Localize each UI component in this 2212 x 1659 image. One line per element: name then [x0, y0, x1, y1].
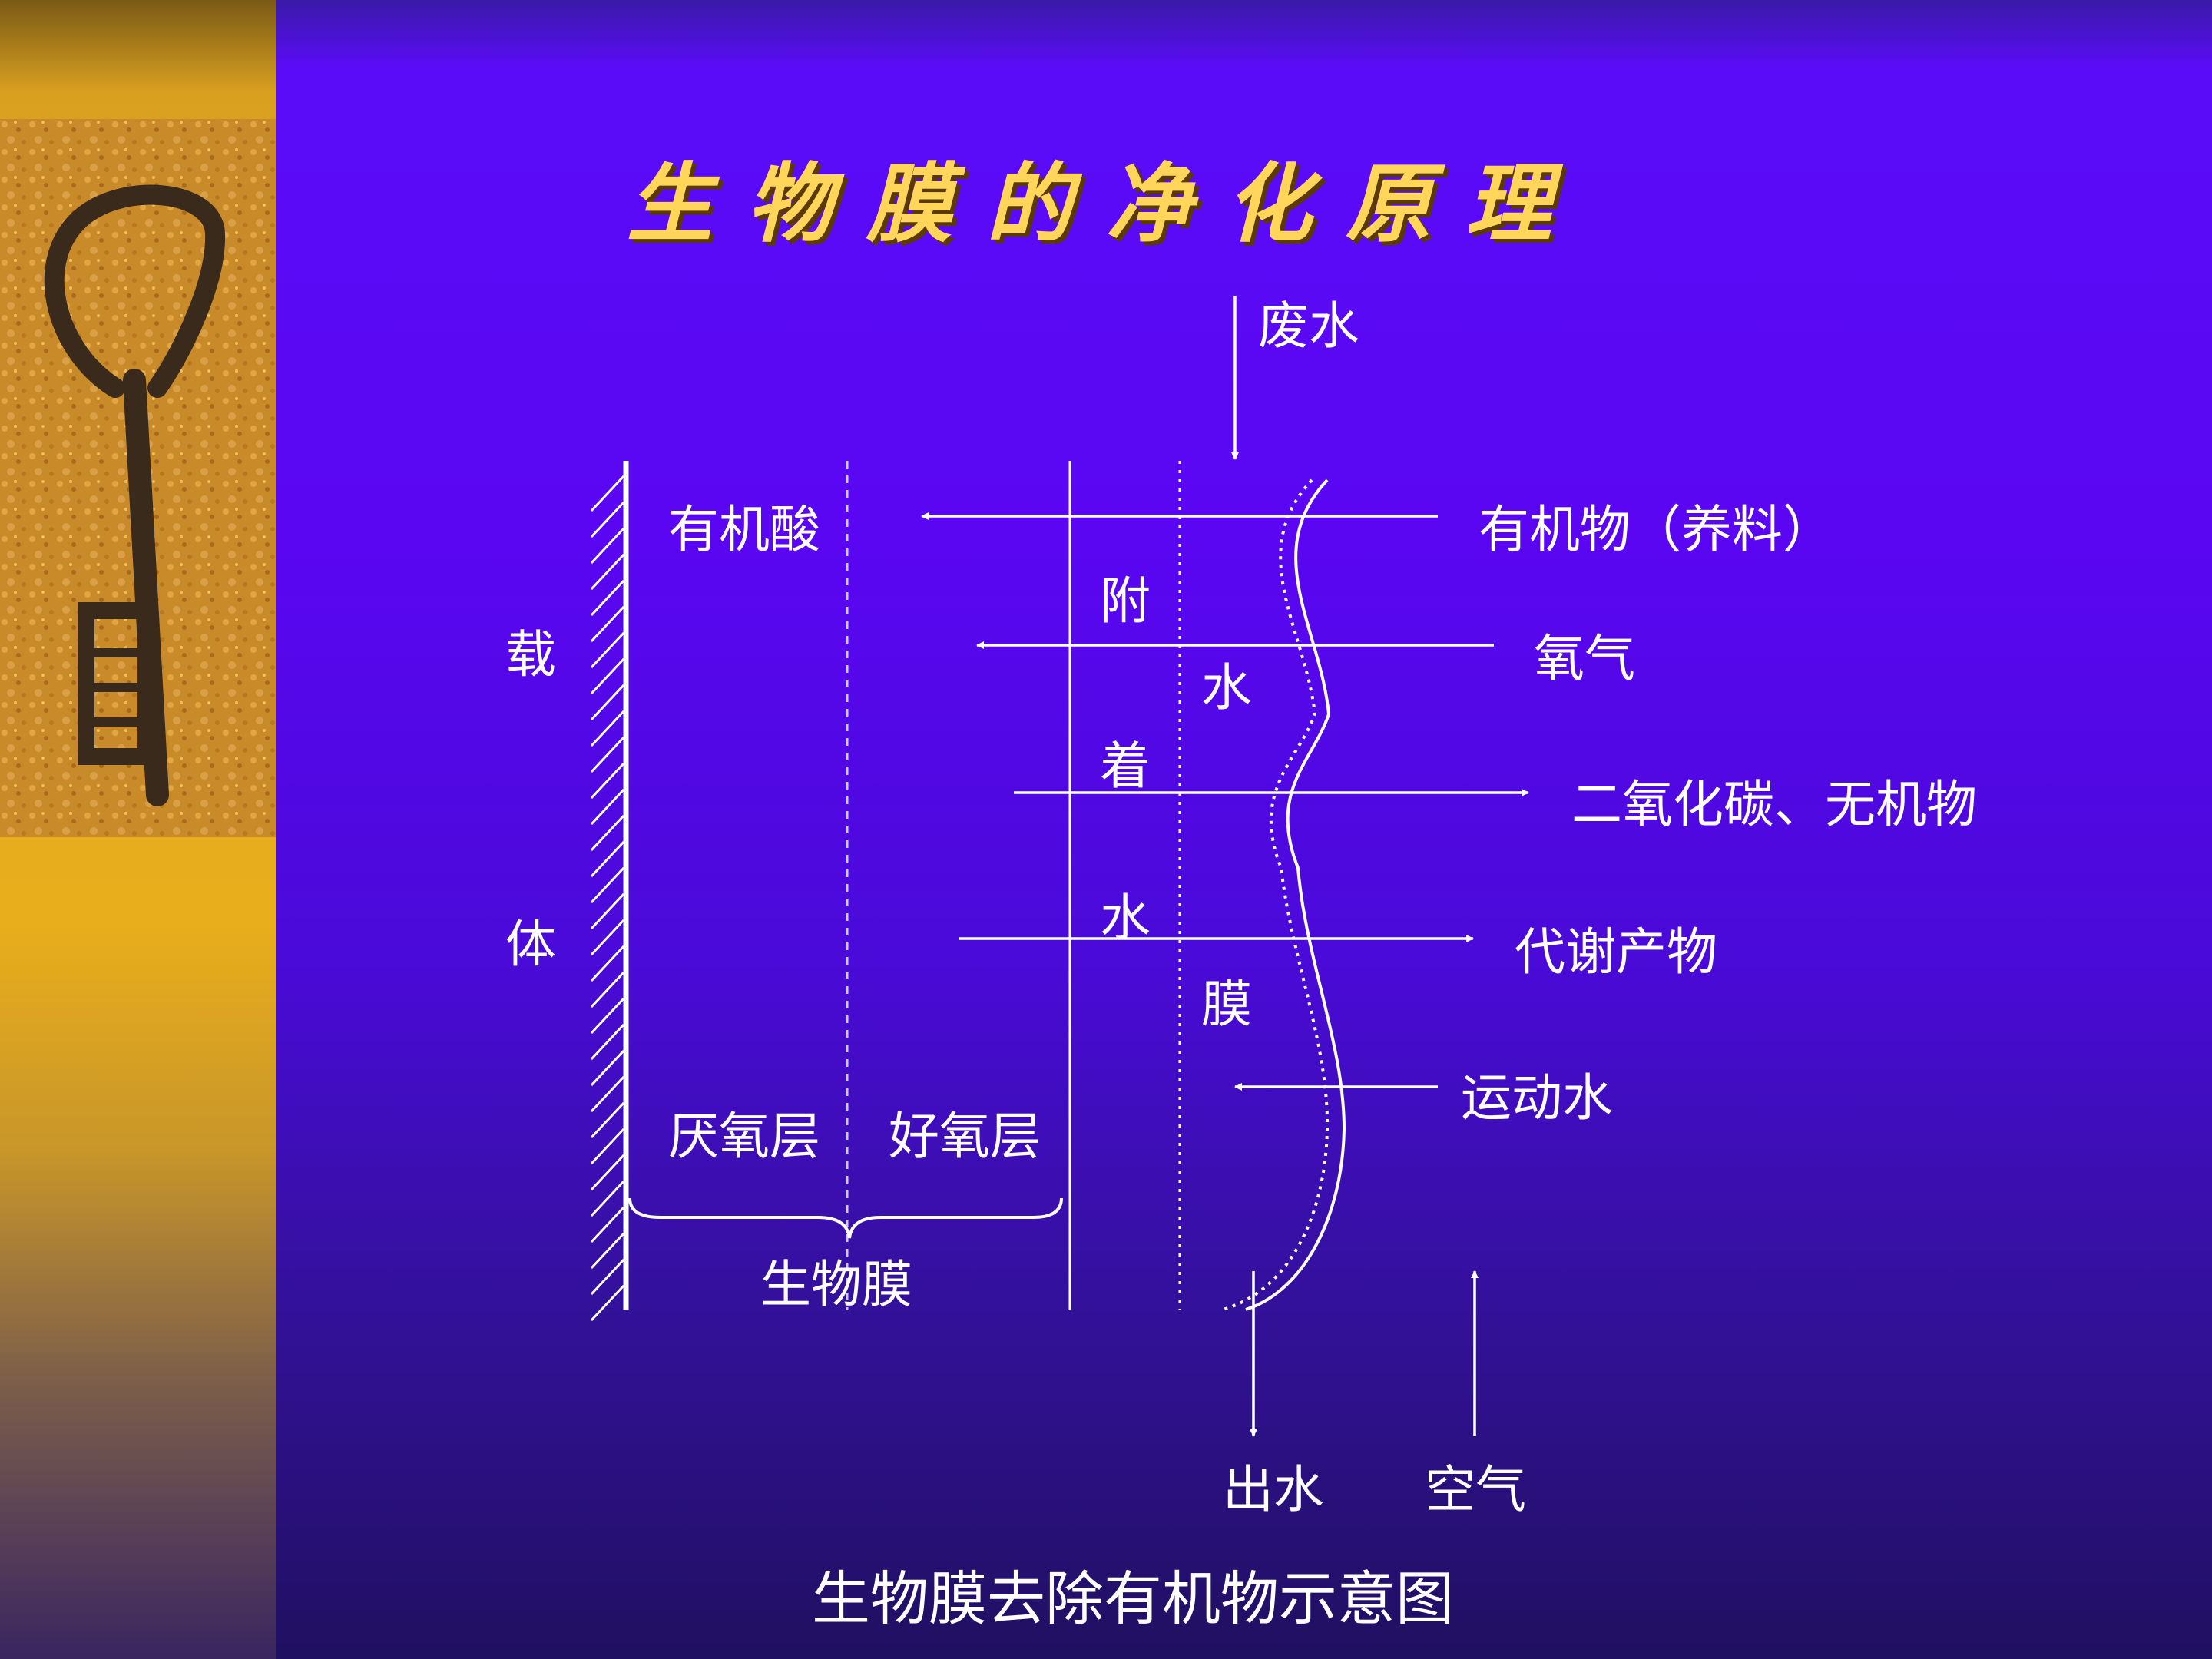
hatch-mark: [590, 475, 625, 512]
water-film-curve-dotted: [1222, 478, 1330, 1311]
hatch-mark: [590, 1284, 625, 1322]
attached-char-3: 水: [1100, 889, 1151, 948]
hatch-mark: [590, 971, 625, 1008]
hatch-mark: [590, 605, 625, 643]
hatch-mark: [590, 1154, 625, 1191]
carrier-char-2: 体: [505, 915, 556, 974]
water-film-char-2: 膜: [1201, 975, 1252, 1034]
biofilm-brace: [628, 1197, 1063, 1239]
flow-arrows: [921, 296, 1529, 1437]
aerobic-layer-label: 好氧层: [889, 1107, 1041, 1166]
organic-matter-label: 有机物（养料）: [1479, 500, 1833, 559]
hatch-mark: [590, 1206, 625, 1243]
hatch-mark: [590, 1128, 625, 1165]
hatch-mark: [590, 762, 625, 800]
air-label: 空气: [1425, 1460, 1526, 1519]
hatch-mark: [590, 788, 625, 826]
hatch-mark: [590, 1023, 625, 1061]
hatch-mark: [590, 1049, 625, 1087]
moving-water-label: 运动水: [1461, 1068, 1613, 1128]
anaerobic-layer-label: 厌氧层: [668, 1107, 820, 1166]
hatch-mark: [590, 527, 625, 565]
hatch-mark: [590, 710, 625, 747]
hatch-mark: [590, 631, 625, 669]
carrier-wall: [590, 461, 629, 1322]
hatch-mark: [590, 840, 625, 878]
hatch-mark: [590, 684, 625, 721]
hatch-mark: [590, 579, 625, 617]
hatch-mark: [590, 1232, 625, 1270]
hatch-mark: [590, 1101, 625, 1139]
biofilm-label: 生物膜: [760, 1255, 912, 1314]
hatch-mark: [590, 997, 625, 1035]
key-photo: [0, 119, 276, 837]
hatch-mark: [590, 657, 625, 695]
hatch-mark: [590, 814, 625, 852]
co2-inorganic-label: 二氧化碳、无机物: [1571, 775, 1977, 834]
diagram-caption: 生物膜去除有机物示意图: [812, 1565, 1454, 1633]
carrier-char-1: 载: [505, 625, 556, 684]
hatch-mark: [590, 736, 625, 773]
attached-char-2: 着: [1100, 737, 1151, 796]
slide-background: [276, 0, 2212, 1659]
waste-water-label: 废水: [1258, 296, 1359, 356]
hatch-mark: [590, 553, 625, 591]
hatch-mark: [590, 501, 625, 538]
outlet-water-label: 出水: [1223, 1460, 1324, 1519]
hatch-mark: [590, 1258, 625, 1296]
hatch-mark: [590, 1075, 625, 1113]
metabolites-label: 代谢产物: [1515, 922, 1717, 982]
water-film-char-1: 水: [1201, 658, 1252, 717]
hatch-mark: [590, 919, 625, 956]
slide-title: 生物膜的净化原理: [627, 154, 1585, 254]
water-film-curve: [1245, 478, 1346, 1311]
attached-char-1: 附: [1100, 571, 1151, 631]
hatch-mark: [590, 866, 625, 904]
hatch-mark: [590, 892, 625, 930]
hatch-mark: [590, 1180, 625, 1217]
key-icon: [44, 184, 226, 806]
hatch-mark: [590, 945, 625, 982]
oxygen-label: 氧气: [1534, 629, 1635, 688]
organic-acid-label: 有机酸: [668, 500, 820, 559]
